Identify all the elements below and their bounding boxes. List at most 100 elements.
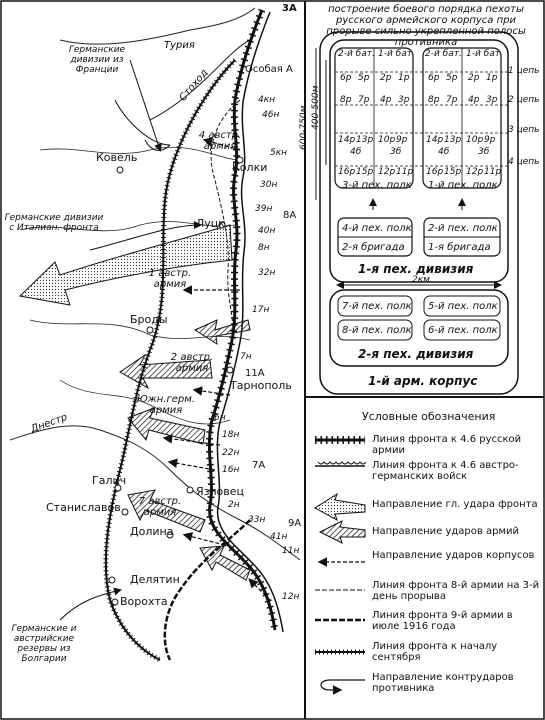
company-label: 14р (338, 135, 356, 145)
brigade-label: 1-я бригада (428, 242, 491, 253)
main-thrust-arrow (18, 224, 233, 306)
company-label: 2р (468, 73, 480, 83)
depth-label: 600-750м (299, 105, 309, 150)
legend-title: Условные обозначения (362, 410, 496, 423)
corps-label: 18н (222, 430, 240, 440)
army-3a-label: 3А (282, 3, 297, 14)
corps-label: 39н (255, 204, 273, 214)
battalion-label: 3б (478, 147, 490, 157)
company-label: 3р (486, 95, 498, 105)
regiment-label: 3-й пех. полк (342, 180, 412, 191)
city-varokhta: Ворохта (120, 595, 168, 608)
regiment-label: 6-й пех. полк (428, 325, 498, 336)
corps-label: 30н (260, 180, 278, 190)
battalion-label: 2-й бат. (338, 49, 375, 59)
company-label: 11р (396, 167, 414, 177)
division-label: 1-я пех. дивизия (358, 262, 474, 276)
company-label: 10р (466, 135, 484, 145)
company-label: 5р (446, 73, 458, 83)
city-yazlovets: Язловец (196, 485, 244, 498)
legend-item: Линия фронта к 4.6 австро-германских вой… (372, 460, 519, 482)
battalion-label: 1-й бат. (378, 49, 415, 59)
corps-label: 6н (214, 413, 226, 423)
legend-item: Линия фронта к началу сентября (372, 641, 498, 663)
reserves-france: Германские дивизии из Франции (68, 45, 126, 75)
city-lutsk: Луцк (196, 217, 225, 230)
regiment-label: 2-й пех. полк (428, 223, 498, 234)
army-1-austrian: 1 австр. армия (148, 268, 192, 290)
company-label: 1р (398, 73, 410, 83)
width-label: 2км (412, 275, 430, 285)
company-label: 14р (426, 135, 444, 145)
company-label: 12р (378, 167, 396, 177)
army-8a-label: 8А (283, 210, 297, 221)
river-stokhod (149, 39, 251, 121)
corps-label: 46н (262, 110, 280, 120)
army-11a-label: 11А (245, 368, 265, 379)
chain-label: 2 цепь (508, 95, 540, 105)
company-label: 3р (398, 95, 410, 105)
company-label: 1р (486, 73, 498, 83)
regiment-label: 4-й пех. полк (342, 223, 412, 234)
regiment-label: 1-й пех. полк (428, 180, 498, 191)
legend-item: Линия фронта 9-й армии в июле 1916 года (372, 610, 513, 632)
battalion-label: 2-й бат. (425, 49, 462, 59)
formation-title: построение боевого порядка пехоты русско… (326, 4, 526, 48)
chain-label: 4 цепь (508, 157, 540, 167)
company-label: 16р (338, 167, 356, 177)
city-kolki: Колки (232, 161, 268, 174)
river-dnestr (9, 425, 301, 561)
company-label: 2р (380, 73, 392, 83)
front-line-enemy (216, 11, 284, 633)
legend-item: Линия фронта 8-й армии на 3-й день проры… (372, 580, 540, 602)
regiment-label: 5-й пех. полк (428, 301, 498, 312)
company-label: 8р (340, 95, 352, 105)
company-label: 12р (466, 167, 484, 177)
city-galich: Галич (92, 474, 127, 487)
reserves-bulgaria: Германские и австрийские резервы из Болг… (11, 624, 77, 664)
company-label: 13р (356, 135, 374, 145)
city-kovel: Ковель (96, 151, 138, 164)
company-label: 11р (484, 167, 502, 177)
company-label: 13р (444, 135, 462, 145)
depth-label: 400-500м (311, 85, 321, 130)
battalion-label: 1-й бат. (466, 49, 503, 59)
battalion-label: 4б (438, 147, 450, 157)
chain-label: 1 цепь (508, 66, 540, 76)
corps-label: 41н (270, 532, 288, 542)
south-german-army: Южн.герм. армия (137, 394, 195, 416)
company-label: 16р (426, 167, 444, 177)
city-delyatin: Делятин (130, 573, 180, 586)
company-label: 10р (378, 135, 396, 145)
division-label: 2-я пех. дивизия (358, 347, 474, 361)
corps-label: 1-й арм. корпус (368, 374, 478, 388)
corps-label: 7н (240, 352, 252, 362)
city-brody: Броды (130, 313, 168, 326)
city-dolina: Долина (130, 525, 174, 538)
company-label: 15р (444, 167, 462, 177)
corps-label: 22н (222, 448, 240, 458)
army-special-label: Особая А (245, 64, 293, 75)
army-4-austrian: 4 австр. армия (198, 130, 242, 152)
formation-diagram (315, 31, 519, 395)
legend-item: Направление контрударов противника (372, 672, 514, 694)
legend-symbols (314, 436, 367, 695)
company-label: 9р (396, 135, 408, 145)
corps-label: 2н (228, 500, 240, 510)
company-label: 4р (380, 95, 392, 105)
company-label: 6р (340, 73, 352, 83)
chain-label: 3 цепь (508, 125, 540, 135)
river-turiya-label: Турия (164, 40, 195, 51)
corps-label: 11н (282, 546, 300, 556)
river-turiya (59, 7, 256, 45)
company-label: 4р (468, 95, 480, 105)
regiment-label: 8-й пех. полк (342, 325, 412, 336)
corps-label: 5кн (270, 148, 288, 158)
corps-label: 40н (258, 226, 276, 236)
company-label: 15р (356, 167, 374, 177)
company-label: 6р (428, 73, 440, 83)
corps-label: 33н (248, 515, 266, 525)
company-label: 5р (358, 73, 370, 83)
corps-label: 32н (258, 268, 276, 278)
